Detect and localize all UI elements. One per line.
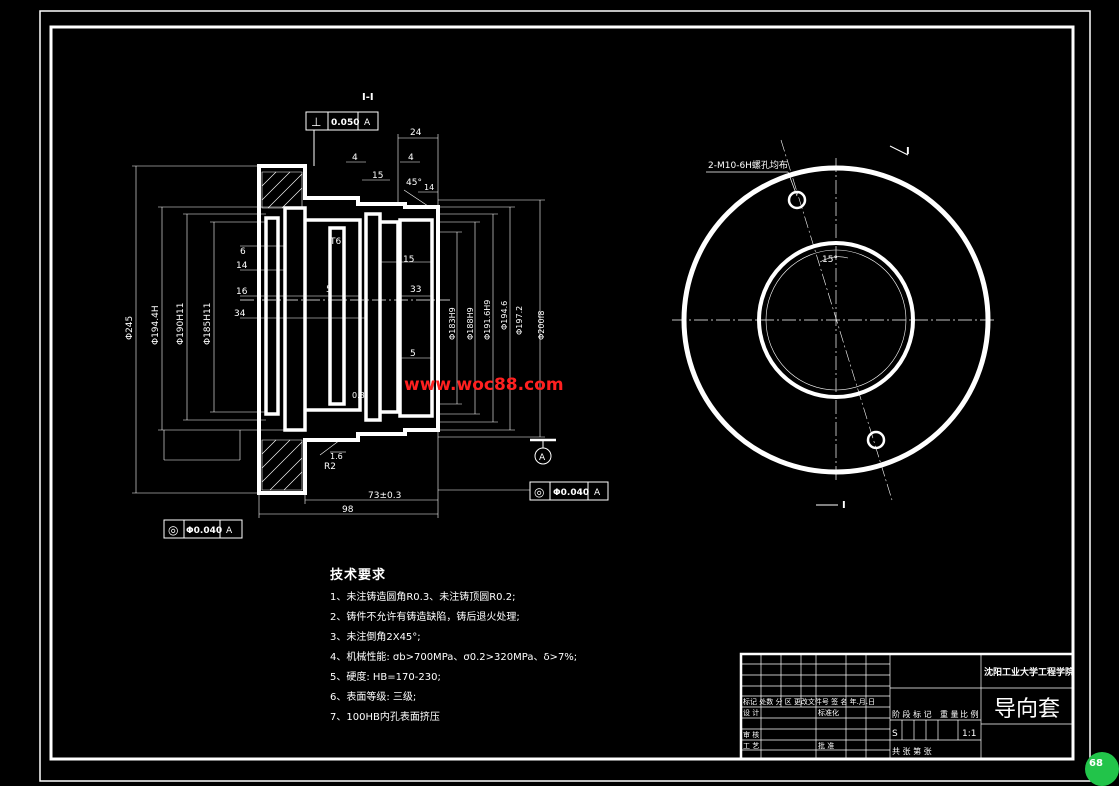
tol-right-datum: A bbox=[594, 488, 601, 498]
section-view bbox=[132, 134, 556, 518]
watermark: www.woc88.com bbox=[404, 375, 564, 395]
dim-15-top: 15 bbox=[372, 171, 383, 181]
dim-73: 73±0.3 bbox=[368, 491, 401, 501]
tol-right-value: Φ0.040 bbox=[553, 488, 589, 498]
dim-d183: Φ183H9 bbox=[448, 307, 457, 340]
thread-hole-bottom bbox=[866, 430, 886, 450]
roughness-16: 1.6 bbox=[330, 452, 343, 461]
tb-part-name: 导向套 bbox=[994, 697, 1060, 722]
datum-a: A bbox=[539, 453, 546, 463]
tech-title: 技术要求 bbox=[330, 568, 387, 583]
dim-16-left: 16 bbox=[236, 287, 248, 297]
tol-frame-right bbox=[529, 481, 609, 501]
tb-weight-label: 重 量 bbox=[940, 709, 959, 719]
thread-label: 2-M10-6H螺孔均布 bbox=[708, 159, 788, 171]
outer-frame bbox=[39, 10, 1091, 782]
tech-item: 4、机械性能: σb>700MPa、σ0.2>320MPa、δ>7%; bbox=[330, 652, 578, 663]
dim-4a: 4 bbox=[352, 153, 358, 163]
tol-frame-bottom bbox=[163, 519, 243, 539]
tol-frame-top bbox=[305, 111, 379, 166]
tol-top-symbol: ⊥ bbox=[311, 115, 321, 129]
tol-bottom-datum: A bbox=[226, 526, 233, 536]
dim-6-left: 6 bbox=[240, 247, 246, 257]
tech-item: 7、100HB内孔表面挤压 bbox=[330, 712, 440, 723]
tb-school: 沈阳工业大学工程学院 bbox=[984, 666, 1074, 678]
hatch-bottom bbox=[261, 439, 303, 491]
dim-d194-6: Φ194.6 bbox=[500, 301, 509, 330]
dim-08: 0.8 bbox=[352, 391, 365, 400]
dim-5-mid: 5 bbox=[326, 285, 332, 295]
section-mark-bottom: I bbox=[842, 500, 846, 511]
tb-stage-value: S bbox=[892, 729, 898, 739]
tb-header-row: 标记 处数 分 区 更改文件号 签 名 年.月.日 bbox=[743, 697, 875, 706]
dim-d191: Φ191.6H9 bbox=[483, 300, 492, 340]
dim-98: 98 bbox=[342, 505, 354, 515]
outer-ring bbox=[681, 165, 991, 475]
dim-4b: 4 bbox=[408, 153, 414, 163]
angle-15: 15° bbox=[822, 255, 838, 265]
dim-d245: Φ245 bbox=[125, 316, 135, 340]
tech-item: 1、未注铸造圆角R0.3、未注铸顶圆R0.2; bbox=[330, 592, 516, 603]
tech-item: 6、表面等级: 三级; bbox=[330, 692, 417, 703]
tb-stage-label: 阶 段 标 记 bbox=[892, 709, 932, 719]
tol-top-value: 0.050 bbox=[331, 118, 359, 128]
inner-ring bbox=[757, 241, 915, 399]
section-mark-top: I bbox=[906, 146, 910, 157]
dim-t6: T6 bbox=[329, 237, 341, 247]
tol-top-datum: A bbox=[364, 118, 371, 128]
dim-45: 45° bbox=[406, 178, 422, 188]
tech-item: 5、硬度: HB=170-230; bbox=[330, 672, 441, 683]
dim-d197: Φ197.2 bbox=[515, 306, 524, 335]
dim-d188: Φ188H9 bbox=[466, 307, 475, 340]
tech-item: 2、铸件不允许有铸造缺陷，铸后退火处理; bbox=[330, 612, 520, 623]
tb-review: 审 核 bbox=[743, 730, 759, 739]
dim-34-left: 34 bbox=[234, 309, 246, 319]
dim-d200: Φ200f8 bbox=[537, 311, 546, 340]
tech-item: 3、未注倒角2X45°; bbox=[330, 632, 421, 643]
tb-scale-value: 1:1 bbox=[962, 729, 976, 739]
tb-scale-label: 比 例 bbox=[960, 709, 979, 719]
tb-process: 工 艺 bbox=[743, 742, 759, 750]
dim-d185: Φ185H11 bbox=[203, 303, 213, 345]
dim-5-bottom: 5 bbox=[410, 349, 416, 359]
dim-15-mid: 15 bbox=[403, 255, 414, 265]
dim-14-top: 14 bbox=[424, 183, 434, 192]
dim-14-left: 14 bbox=[236, 261, 248, 271]
dim-24: 24 bbox=[410, 128, 422, 138]
title-block bbox=[739, 652, 1075, 761]
tech-requirements: 技术要求 1、未注铸造圆角R0.3、未注铸顶圆R0.2; 2、铸件不允许有铸造缺… bbox=[330, 566, 660, 728]
dim-d194h: Φ194.4H bbox=[151, 305, 161, 345]
tb-standardize: 标准化 bbox=[818, 708, 839, 717]
tb-sheets: 共 张 第 张 bbox=[892, 746, 932, 756]
hatch-top bbox=[261, 171, 303, 209]
tol-bottom-symbol: ◎ bbox=[168, 523, 178, 537]
inner-frame bbox=[49, 25, 1075, 761]
end-view bbox=[672, 139, 996, 506]
corner-badge[interactable]: 68 bbox=[1085, 752, 1119, 786]
tol-bottom-value: Φ0.040 bbox=[186, 526, 222, 536]
tb-approve: 批 准 bbox=[818, 741, 834, 750]
dim-r2: R2 bbox=[324, 462, 336, 472]
tol-right-symbol: ◎ bbox=[534, 485, 544, 499]
dim-d190: Φ190H11 bbox=[176, 303, 186, 345]
tb-design: 设 计 bbox=[743, 708, 759, 717]
section-label: I-I bbox=[362, 92, 374, 103]
thread-hole-top bbox=[787, 190, 807, 210]
dim-33: 33 bbox=[410, 285, 421, 295]
